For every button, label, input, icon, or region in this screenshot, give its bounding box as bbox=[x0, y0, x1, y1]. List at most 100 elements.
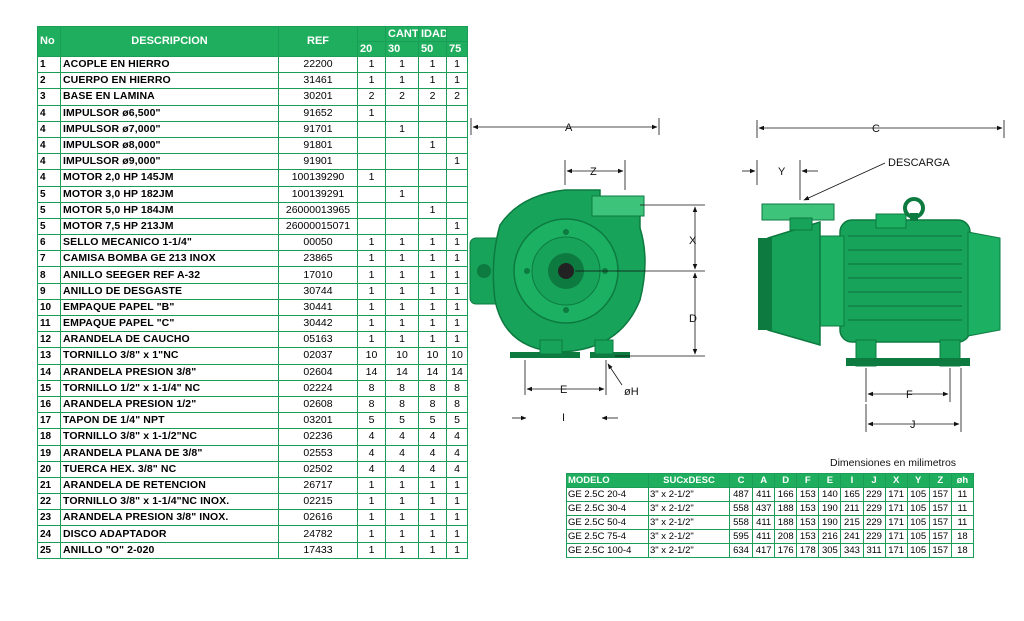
part-quantity: 1 bbox=[446, 298, 468, 317]
dimensions-cell: 105 bbox=[906, 501, 930, 516]
dimensions-cell: 190 bbox=[818, 515, 842, 530]
dimensions-cell: 157 bbox=[928, 515, 952, 530]
part-quantity: 1 bbox=[446, 314, 468, 333]
dimensions-header-cell: E bbox=[818, 473, 842, 488]
dim-label-f: F bbox=[906, 389, 913, 401]
pump-side-view bbox=[758, 197, 1001, 367]
dimensions-cell: 343 bbox=[840, 543, 864, 558]
dim-label-x: X bbox=[689, 235, 697, 247]
side-dimension-labels: C Y DESCARGA F J bbox=[778, 123, 950, 431]
part-quantity: 14 bbox=[446, 363, 468, 381]
dimensions-cell: 229 bbox=[862, 501, 886, 516]
dimensions-cell: 558 bbox=[728, 515, 754, 530]
part-description: ACOPLE EN HIERRO bbox=[60, 55, 279, 74]
part-ref: 26000013965 bbox=[278, 201, 358, 219]
dim-label-d: D bbox=[689, 313, 697, 325]
header-cantidad-part1: CANT bbox=[385, 26, 419, 42]
dimensions-cell: 3" x 2-1/2" bbox=[648, 543, 730, 558]
dimensions-header-cell: Y bbox=[906, 473, 930, 488]
part-description: TORNILLO 3/8" x 1-1/4"NC INOX. bbox=[60, 493, 279, 511]
part-description: ARANDELA DE CAUCHO bbox=[60, 331, 279, 349]
dimensions-header-cell: I bbox=[840, 473, 864, 488]
part-ref: 91652 bbox=[278, 104, 358, 122]
dimensions-cell: 18 bbox=[950, 529, 975, 544]
part-description: IMPULSOR ø7,000" bbox=[60, 120, 279, 138]
part-ref: 02236 bbox=[278, 428, 358, 446]
dimensions-cell: GE 2.5C 75-4 bbox=[565, 529, 650, 544]
part-description: TORNILLO 1/2" x 1-1/4" NC bbox=[60, 379, 279, 397]
part-description: ANILLO "O" 2-020 bbox=[60, 541, 279, 559]
part-ref: 05163 bbox=[278, 331, 358, 349]
dimensions-cell: 305 bbox=[818, 543, 842, 558]
part-description: SELLO MECANICO 1-1/4" bbox=[60, 234, 279, 252]
front-dimensions bbox=[470, 118, 705, 421]
header-size: 75 bbox=[446, 41, 468, 57]
dimensions-cell: 11 bbox=[950, 487, 975, 502]
part-ref: 30201 bbox=[278, 88, 358, 106]
dimensions-cell: 190 bbox=[818, 501, 842, 516]
dimensions-cell: 437 bbox=[752, 501, 776, 516]
dimensions-header-cell: D bbox=[774, 473, 798, 488]
part-ref: 30442 bbox=[278, 314, 358, 333]
side-dimensions bbox=[742, 120, 1005, 432]
dimensions-cell: 171 bbox=[884, 515, 908, 530]
dimensions-cell: 229 bbox=[862, 487, 886, 502]
part-ref: 100139291 bbox=[278, 185, 358, 203]
part-description: TORNILLO 3/8" x 1"NC bbox=[60, 347, 279, 365]
dim-label-a: A bbox=[565, 122, 573, 134]
dimensions-header-cell: SUCxDESC bbox=[648, 473, 730, 488]
dimensions-cell: 229 bbox=[862, 515, 886, 530]
dimensions-cell: 208 bbox=[774, 529, 798, 544]
dimensions-header-cell: X bbox=[884, 473, 908, 488]
dimensions-cell: GE 2.5C 100-4 bbox=[565, 543, 650, 558]
dimensions-cell: 165 bbox=[840, 487, 864, 502]
dimensions-cell: 11 bbox=[950, 501, 975, 516]
dimensions-cell: 171 bbox=[884, 487, 908, 502]
dimensions-cell: 171 bbox=[884, 501, 908, 516]
header-size: 20 bbox=[357, 41, 386, 57]
dim-label-e: E bbox=[560, 384, 567, 396]
part-ref: 17433 bbox=[278, 541, 358, 559]
dimensions-cell: 18 bbox=[950, 543, 975, 558]
dimensions-cell: 188 bbox=[774, 515, 798, 530]
part-ref: 26000015071 bbox=[278, 217, 358, 236]
part-description: TAPON DE 1/4" NPT bbox=[60, 412, 279, 430]
dimensions-cell: 157 bbox=[928, 543, 952, 558]
part-quantity: 1 bbox=[446, 541, 468, 559]
dimensions-cell: 411 bbox=[752, 529, 776, 544]
dimensions-cell: 3" x 2-1/2" bbox=[648, 487, 730, 502]
dimensions-cell: 153 bbox=[796, 529, 820, 544]
parts-table: No DESCRIPCION REF CANT IDAD 20 30 50 75… bbox=[37, 26, 468, 559]
part-description: EMPAQUE PAPEL "C" bbox=[60, 314, 279, 333]
dimensions-cell: GE 2.5C 20-4 bbox=[565, 487, 650, 502]
dimensions-cell: 153 bbox=[796, 515, 820, 530]
dimensions-cell: 595 bbox=[728, 529, 754, 544]
dimensions-cell: 311 bbox=[862, 543, 886, 558]
dimensions-cell: 157 bbox=[928, 487, 952, 502]
dimensions-cell: 216 bbox=[818, 529, 842, 544]
dimensions-header-cell: øh bbox=[950, 473, 975, 488]
dimensions-cell: 3" x 2-1/2" bbox=[648, 529, 730, 544]
dimensions-cell: 211 bbox=[840, 501, 864, 516]
dimensions-cell: 157 bbox=[928, 501, 952, 516]
dimensions-cell: 558 bbox=[728, 501, 754, 516]
part-ref: 26717 bbox=[278, 476, 358, 495]
